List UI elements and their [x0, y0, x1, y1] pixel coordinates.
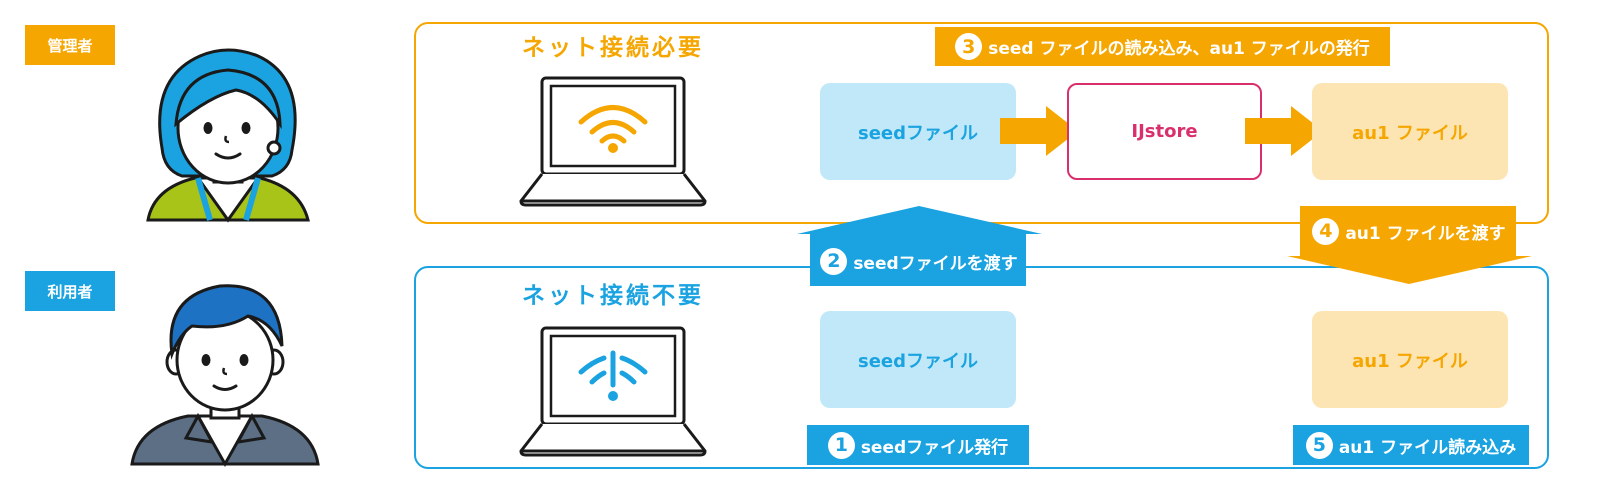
offline-au1-file-box: au1 ファイル: [1312, 311, 1508, 408]
online-seed-file-box: seedファイル: [820, 83, 1016, 180]
down-arrow-step4-icon: [1287, 206, 1532, 284]
admin-person-icon: [146, 48, 310, 223]
step3-label: seed ファイルの読み込み、au1 ファイルの発行: [988, 39, 1370, 59]
arrow-seed-to-store-icon: [1000, 106, 1078, 156]
offline-seed-file-box: seedファイル: [820, 311, 1016, 408]
laptop-no-wifi-icon: [519, 326, 707, 457]
step1-label: seedファイル発行: [860, 437, 1009, 458]
online-panel-title: ネット接続必要: [522, 35, 704, 61]
step5-label: au1 ファイル読み込み: [1338, 437, 1517, 458]
user-role-label: 利用者: [25, 271, 115, 311]
step4-number: 4: [1312, 217, 1340, 245]
laptop-wifi-icon: [519, 76, 707, 207]
step2-label: seedファイルを渡す: [853, 253, 1018, 274]
step5-tag: 5 au1 ファイル読み込み: [1293, 425, 1529, 465]
step2-number: 2: [820, 247, 848, 275]
admin-role-label: 管理者: [25, 25, 115, 65]
ijstore-box: IJstore: [1067, 83, 1262, 180]
step3-tag: 3 seed ファイルの読み込み、au1 ファイルの発行: [935, 27, 1390, 66]
step2-tag: 2 seedファイルを渡す: [810, 242, 1028, 280]
up-arrow-step2-icon: [797, 206, 1042, 286]
step1-tag: 1 seedファイル発行: [807, 425, 1029, 465]
step5-number: 5: [1305, 431, 1333, 459]
offline-panel-title: ネット接続不要: [522, 283, 704, 309]
online-au1-file-box: au1 ファイル: [1312, 83, 1508, 180]
step4-label: au1 ファイルを渡す: [1345, 223, 1506, 244]
step1-number: 1: [827, 431, 855, 459]
arrow-store-to-au1-icon: [1245, 106, 1323, 156]
user-person-icon: [130, 284, 320, 468]
step4-tag: 4 au1 ファイルを渡す: [1300, 212, 1518, 250]
step3-number: 3: [955, 33, 983, 60]
